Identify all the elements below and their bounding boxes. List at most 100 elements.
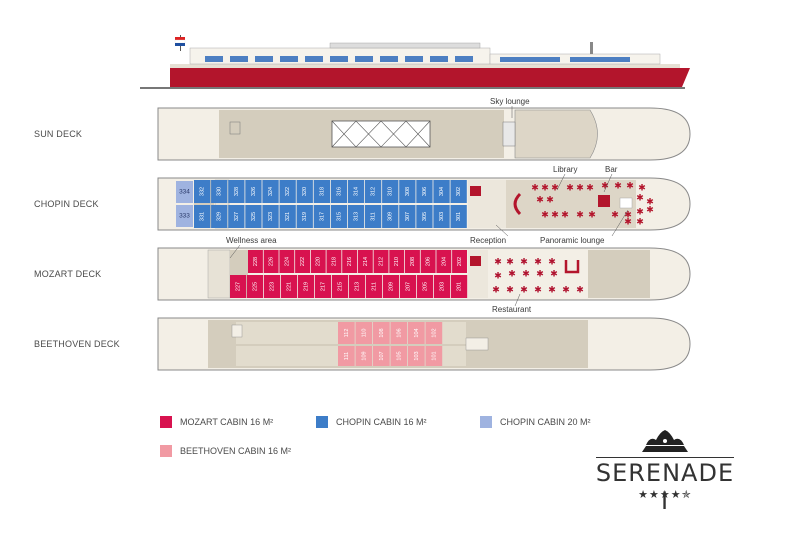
cabin-227[interactable]: 227 — [230, 275, 247, 298]
cabin-217[interactable]: 217 — [315, 275, 332, 298]
cabin-box — [211, 180, 228, 203]
cabin-213[interactable]: 213 — [349, 275, 366, 298]
cabin-327[interactable]: 327 — [228, 205, 245, 228]
cabin-329[interactable]: 329 — [211, 205, 228, 228]
cabin-305[interactable]: 305 — [416, 205, 433, 228]
cabin-302[interactable]: 302 — [450, 180, 467, 203]
cabin-316[interactable]: 316 — [330, 180, 348, 203]
cabin-box — [383, 275, 400, 298]
seat-icon: ✱ — [586, 184, 594, 194]
cabin-203[interactable]: 203 — [434, 275, 451, 298]
cabin-303[interactable]: 303 — [433, 205, 450, 228]
cabin-314[interactable]: 314 — [347, 180, 365, 203]
cabin-112[interactable]: 112 — [338, 322, 355, 344]
cabin-202[interactable]: 202 — [452, 250, 467, 273]
cabin-332[interactable]: 332 — [194, 180, 211, 203]
cabin-301[interactable]: 301 — [450, 205, 467, 228]
cabin-215[interactable]: 215 — [332, 275, 349, 298]
cabin-304[interactable]: 304 — [433, 180, 450, 203]
cabin-306[interactable]: 306 — [416, 180, 433, 203]
cabin-224[interactable]: 224 — [279, 250, 295, 273]
cabin-214[interactable]: 214 — [357, 250, 373, 273]
cabin-307[interactable]: 307 — [399, 205, 416, 228]
cabin-221[interactable]: 221 — [281, 275, 298, 298]
cabin-222[interactable]: 222 — [295, 250, 310, 273]
cabin-number: 102 — [431, 328, 437, 337]
seat-icon: ✱ — [494, 272, 502, 282]
cabin-210[interactable]: 210 — [389, 250, 405, 273]
cabin-228[interactable]: 228 — [248, 250, 263, 273]
ship-profile — [140, 35, 690, 89]
cabin-207[interactable]: 207 — [400, 275, 417, 298]
cabin-box — [382, 205, 399, 228]
cabin-333[interactable]: 333 — [176, 205, 193, 227]
cabin-box — [433, 180, 450, 203]
cabin-204[interactable]: 204 — [436, 250, 452, 273]
cabin-319[interactable]: 319 — [296, 205, 313, 228]
cabin-number: 203 — [440, 282, 446, 291]
cabin-105[interactable]: 105 — [390, 346, 408, 366]
cabin-104[interactable]: 104 — [408, 322, 425, 344]
cabin-201[interactable]: 201 — [451, 275, 468, 298]
cabin-320[interactable]: 320 — [296, 180, 313, 203]
cabin-box — [342, 250, 358, 273]
cabin-107[interactable]: 107 — [373, 346, 390, 366]
cabin-334[interactable]: 334 — [176, 181, 193, 203]
cabin-218[interactable]: 218 — [326, 250, 342, 273]
cabin-box — [452, 250, 467, 273]
seat-icon: ✱ — [576, 211, 584, 221]
cabin-311[interactable]: 311 — [365, 205, 382, 228]
cabin-211[interactable]: 211 — [366, 275, 383, 298]
cabin-number: 311 — [371, 212, 377, 221]
cabin-103[interactable]: 103 — [408, 346, 425, 366]
cabin-322[interactable]: 322 — [279, 180, 296, 203]
seat-icon: ✱ — [541, 211, 549, 221]
cabin-328[interactable]: 328 — [228, 180, 245, 203]
cabin-108[interactable]: 108 — [373, 322, 390, 344]
cabin-330[interactable]: 330 — [211, 180, 228, 203]
cabin-205[interactable]: 205 — [417, 275, 434, 298]
cabin-208[interactable]: 208 — [405, 250, 420, 273]
cabin-number: 302 — [456, 187, 462, 196]
cabin-220[interactable]: 220 — [310, 250, 326, 273]
cabin-315[interactable]: 315 — [330, 205, 348, 228]
cabin-331[interactable]: 331 — [194, 205, 211, 228]
cabin-318[interactable]: 318 — [313, 180, 330, 203]
annotation-panoramic-lounge: Panoramic lounge — [540, 236, 605, 245]
cabin-102[interactable]: 102 — [425, 322, 443, 344]
cabin-226[interactable]: 226 — [263, 250, 279, 273]
cabin-323[interactable]: 323 — [262, 205, 279, 228]
cabin-324[interactable]: 324 — [262, 180, 279, 203]
annotation-reception: Reception — [470, 236, 506, 245]
cabin-106[interactable]: 106 — [390, 322, 408, 344]
cabin-206[interactable]: 206 — [420, 250, 436, 273]
cabin-111[interactable]: 111 — [338, 346, 355, 366]
cabin-216[interactable]: 216 — [342, 250, 358, 273]
cabin-310[interactable]: 310 — [382, 180, 399, 203]
annotation-library: Library — [553, 165, 577, 174]
cabin-number: 207 — [406, 282, 412, 291]
cabin-325[interactable]: 325 — [245, 205, 262, 228]
cabin-110[interactable]: 110 — [355, 322, 373, 344]
cabin-219[interactable]: 219 — [298, 275, 315, 298]
cabin-321[interactable]: 321 — [279, 205, 296, 228]
legend-item-chopin-16: CHOPIN CABIN 16 M² — [316, 416, 427, 428]
cabin-317[interactable]: 317 — [313, 205, 330, 228]
seat-icon: ✱ — [636, 194, 644, 204]
cabin-225[interactable]: 225 — [247, 275, 264, 298]
cabin-212[interactable]: 212 — [373, 250, 389, 273]
cabin-223[interactable]: 223 — [264, 275, 281, 298]
cabin-308[interactable]: 308 — [399, 180, 416, 203]
cabin-box — [264, 275, 281, 298]
cabin-101[interactable]: 101 — [425, 346, 443, 366]
cabin-box — [373, 346, 390, 366]
cabin-309[interactable]: 309 — [382, 205, 399, 228]
cabin-312[interactable]: 312 — [365, 180, 382, 203]
cabin-326[interactable]: 326 — [245, 180, 262, 203]
cabin-313[interactable]: 313 — [347, 205, 365, 228]
cabin-number: 312 — [371, 187, 377, 196]
cabin-209[interactable]: 209 — [383, 275, 400, 298]
cabin-109[interactable]: 109 — [355, 346, 373, 366]
cabin-box — [211, 205, 228, 228]
